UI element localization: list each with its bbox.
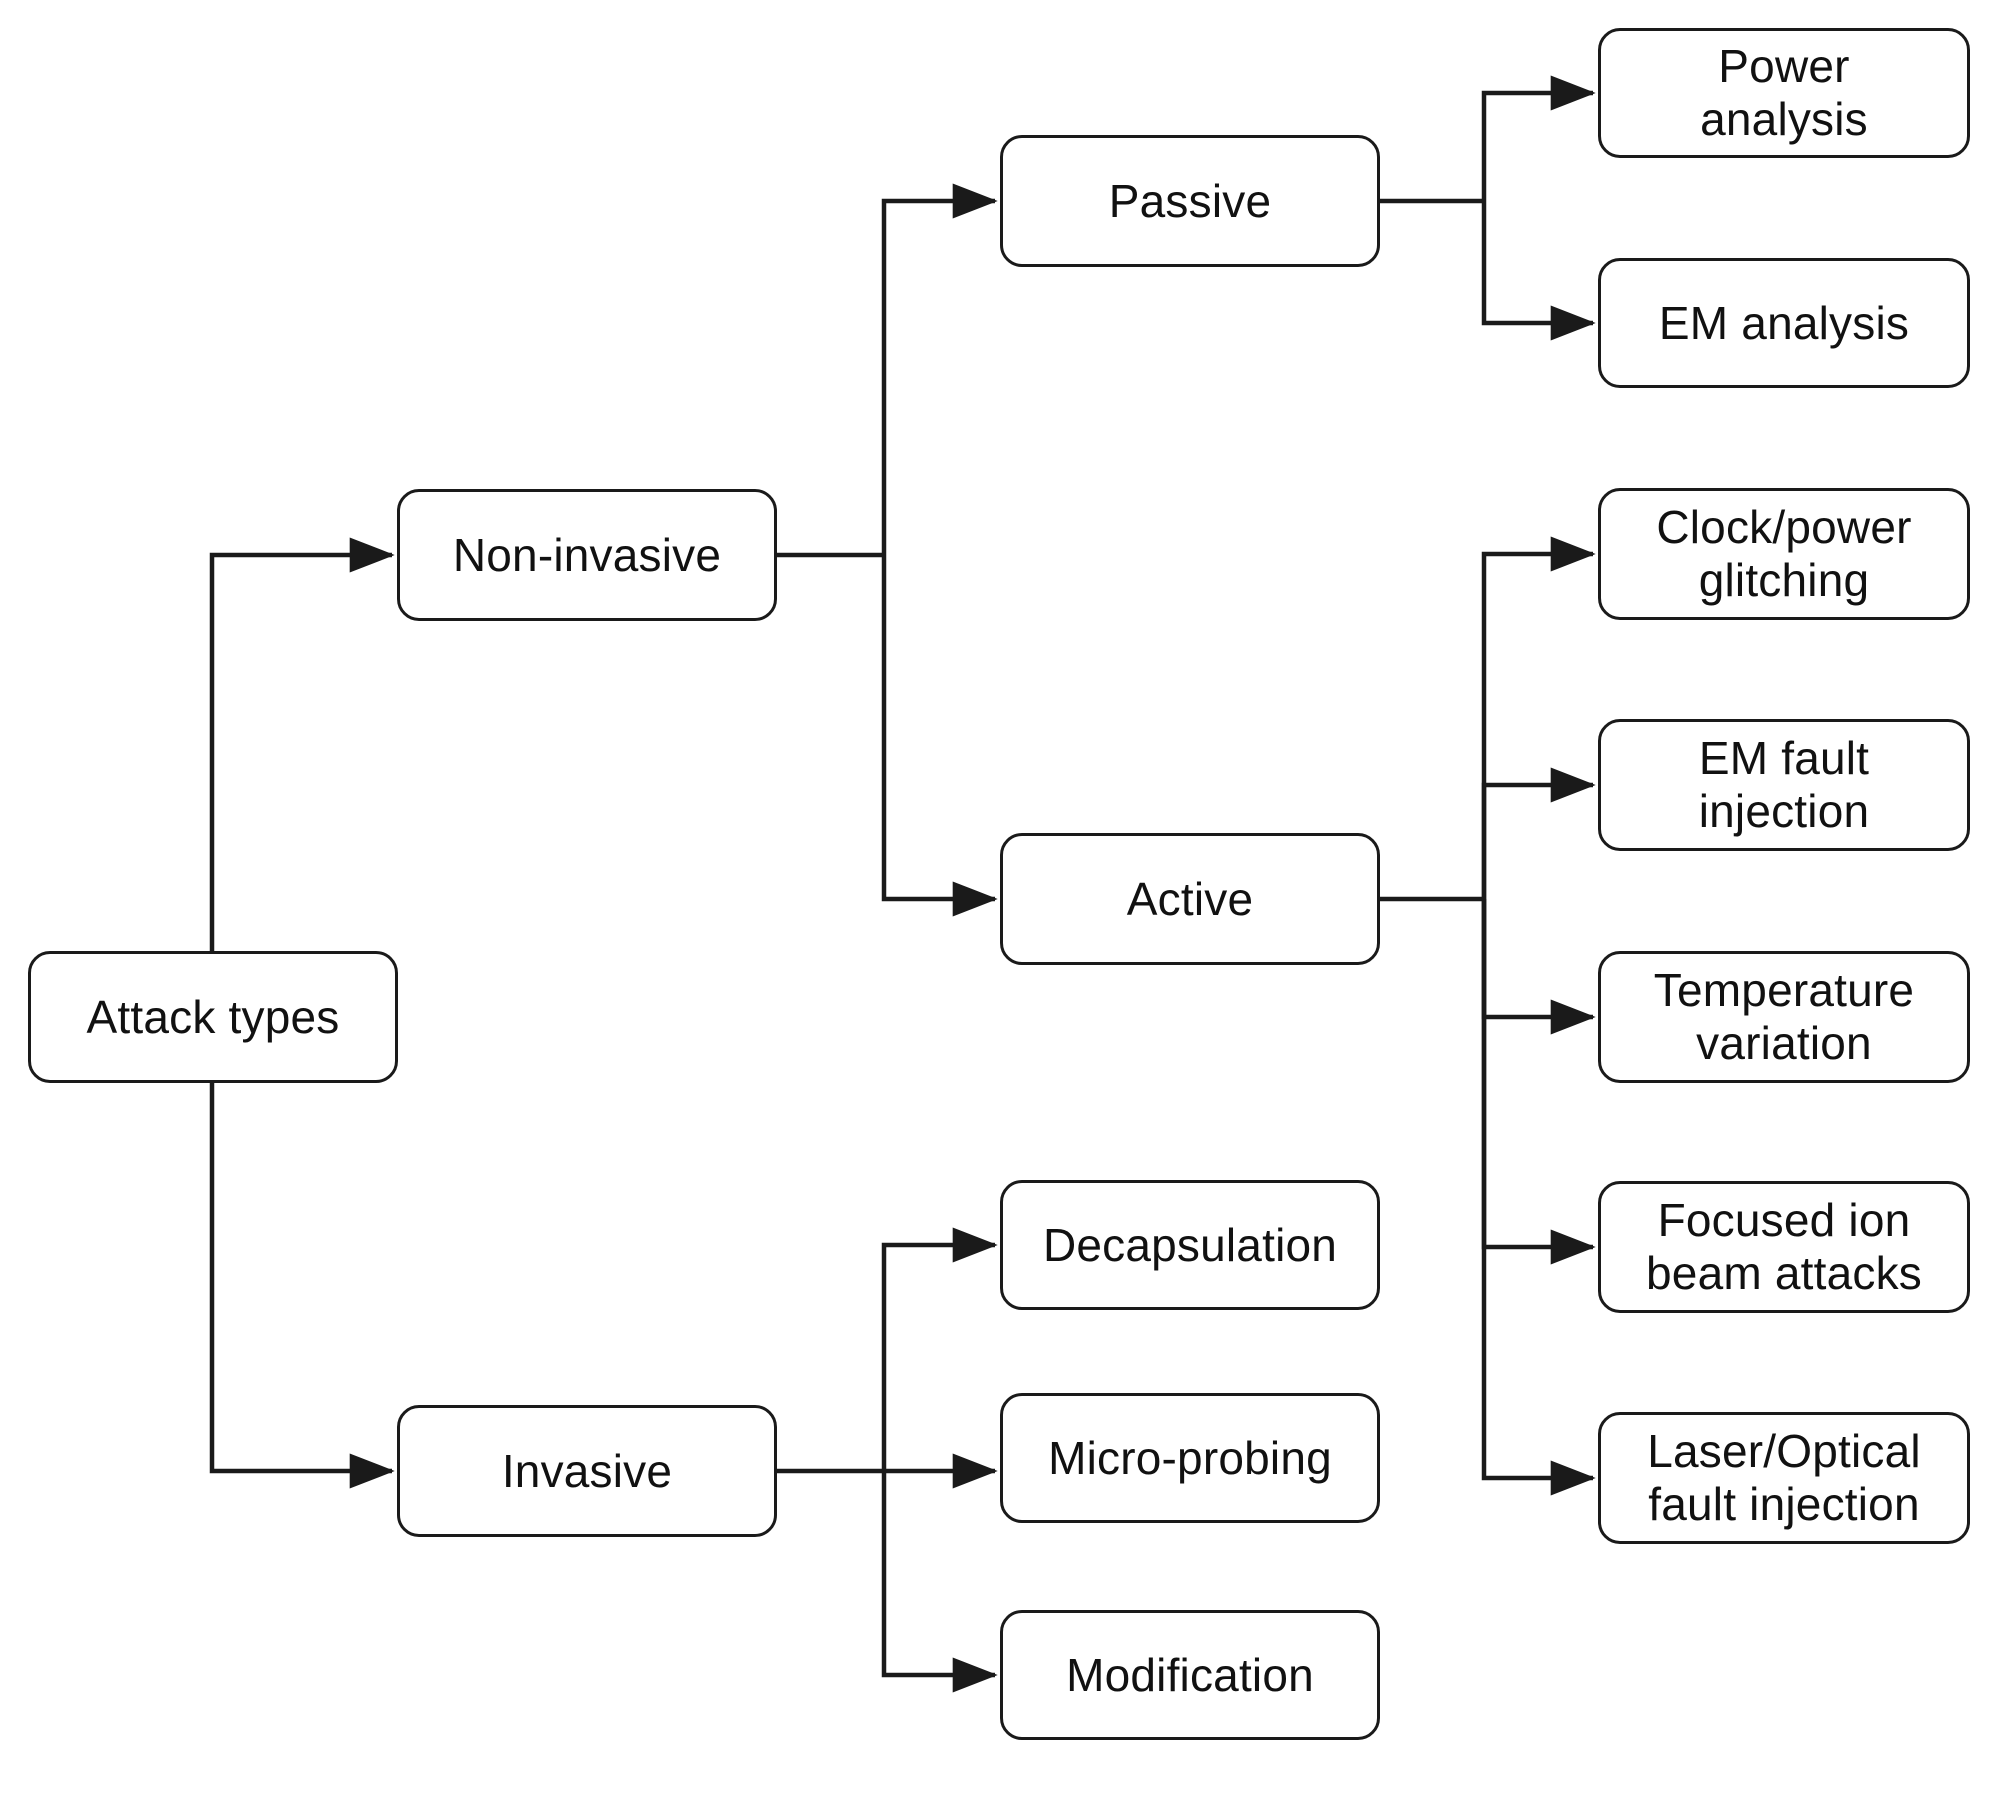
node-label: EM fault injection xyxy=(1698,732,1870,837)
node-label: Decapsulation xyxy=(1042,1218,1338,1271)
node-label: Power analysis xyxy=(1700,40,1868,145)
node-passive[interactable]: Passive xyxy=(1000,135,1380,267)
node-em-fault-injection[interactable]: EM fault injection xyxy=(1598,719,1970,851)
node-clock-power-glitching[interactable]: Clock/power glitching xyxy=(1598,488,1970,620)
node-label: Modification xyxy=(1066,1648,1314,1701)
node-focused-ion-beam-attacks[interactable]: Focused ion beam attacks xyxy=(1598,1181,1970,1313)
node-temperature-variation[interactable]: Temperature variation xyxy=(1598,951,1970,1083)
node-power-analysis[interactable]: Power analysis xyxy=(1598,28,1970,158)
node-label: Non-invasive xyxy=(452,528,722,581)
edge-root-to-non-invasive xyxy=(209,537,395,951)
node-decapsulation[interactable]: Decapsulation xyxy=(1000,1180,1380,1310)
edge-active-to-clock-power-glitching xyxy=(1481,536,1596,899)
edge-passive-to-em-analysis xyxy=(1481,201,1596,341)
edge-root-to-invasive xyxy=(209,1083,395,1489)
node-label: Focused ion beam attacks xyxy=(1646,1194,1922,1299)
node-label: Active xyxy=(1126,872,1254,925)
node-label: EM analysis xyxy=(1658,296,1910,349)
edge-active-to-laser-optical-fault-injection xyxy=(1481,899,1596,1496)
edge-invasive-to-decapsulation xyxy=(881,1227,998,1471)
node-label: Passive xyxy=(1108,174,1272,227)
edge-passive-to-power-analysis xyxy=(1481,75,1596,201)
node-label: Invasive xyxy=(501,1444,673,1497)
node-label: Temperature variation xyxy=(1653,964,1915,1069)
node-attack-types[interactable]: Attack types xyxy=(28,951,398,1083)
node-modification[interactable]: Modification xyxy=(1000,1610,1380,1740)
node-label: Clock/power glitching xyxy=(1656,501,1912,606)
edge-non-invasive-to-active xyxy=(881,555,998,917)
edge-non-invasive-to-passive xyxy=(881,183,998,555)
node-em-analysis[interactable]: EM analysis xyxy=(1598,258,1970,388)
edge-active-to-em-fault-injection xyxy=(1481,767,1596,899)
node-active[interactable]: Active xyxy=(1000,833,1380,965)
node-label: Laser/Optical fault injection xyxy=(1647,1425,1921,1530)
node-micro-probing[interactable]: Micro-probing xyxy=(1000,1393,1380,1523)
node-laser-optical-fault-injection[interactable]: Laser/Optical fault injection xyxy=(1598,1412,1970,1544)
node-non-invasive[interactable]: Non-invasive xyxy=(397,489,777,621)
node-label: Attack types xyxy=(86,990,340,1043)
edge-active-to-temperature-variation xyxy=(1481,899,1596,1035)
node-invasive[interactable]: Invasive xyxy=(397,1405,777,1537)
edge-active-to-focused-ion-beam-attacks xyxy=(1481,899,1596,1265)
node-label: Micro-probing xyxy=(1048,1431,1332,1484)
edge-invasive-to-modification xyxy=(881,1471,998,1693)
